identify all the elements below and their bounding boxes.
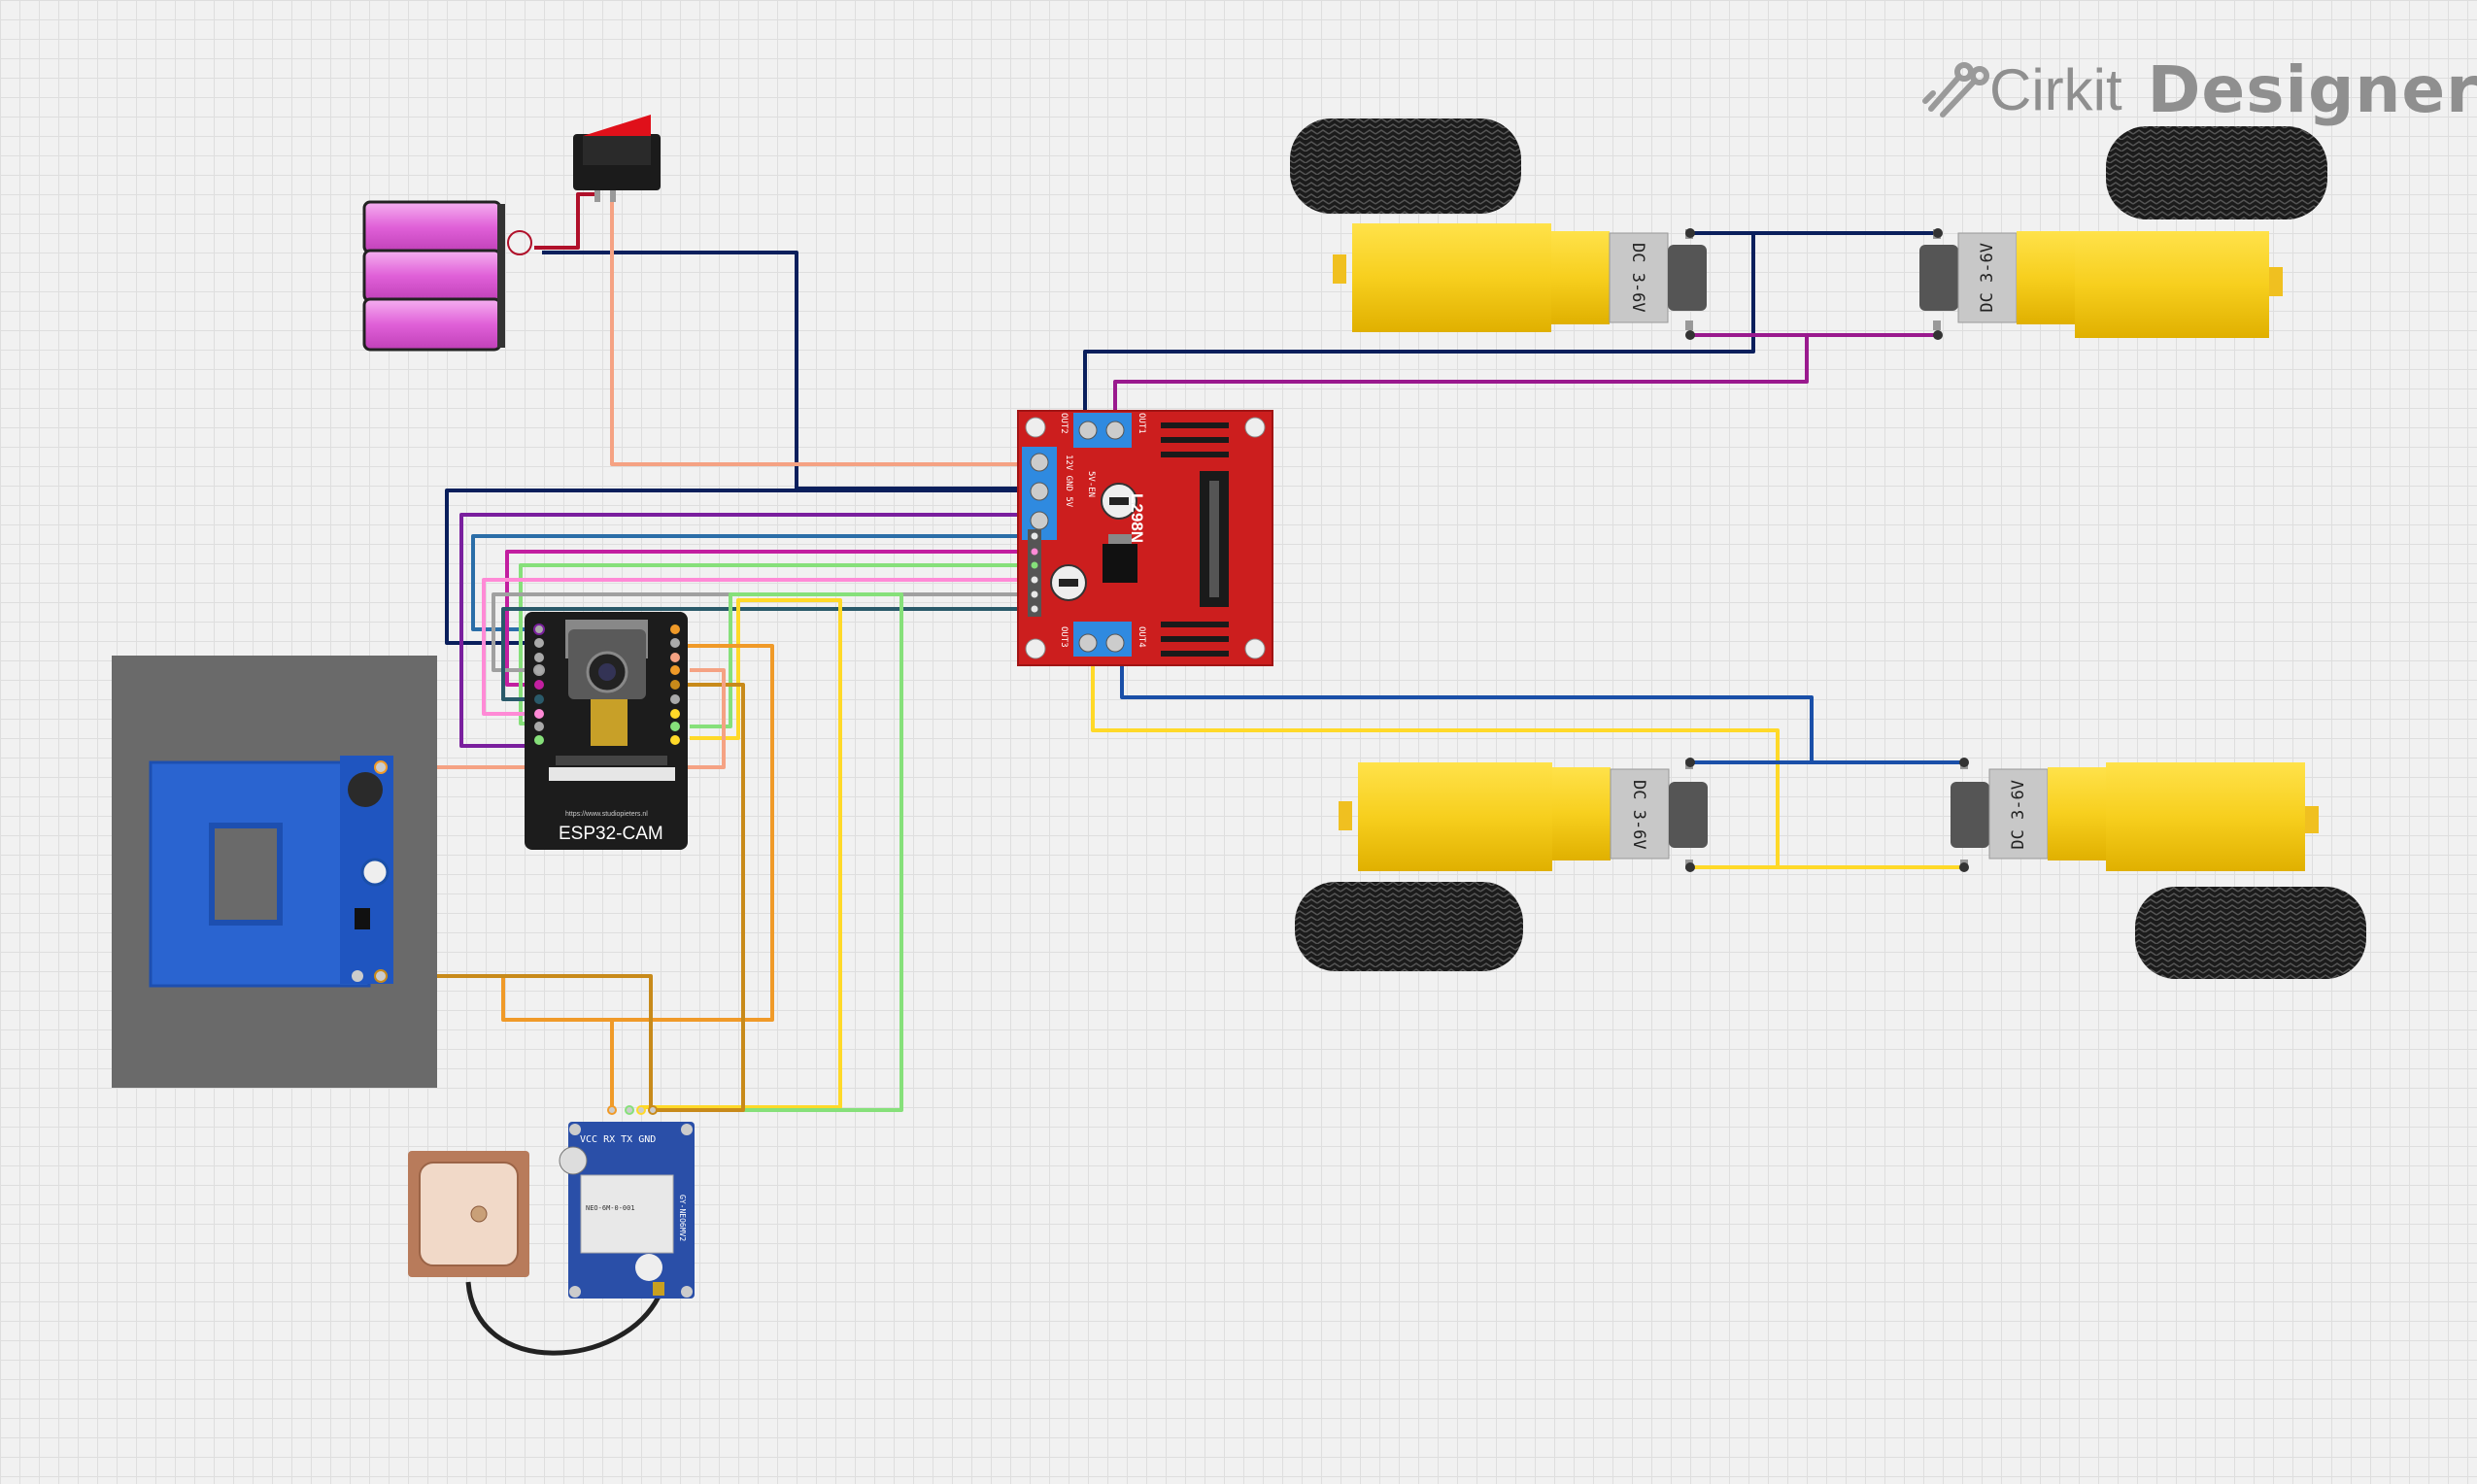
gps-model-label: GY-NEO6MV2 [678, 1195, 687, 1242]
motor-top-left-label: DC 3-6V [1628, 243, 1647, 313]
esp32-cam-label: ESP32-CAM [559, 824, 663, 844]
l298n-out1-label: OUT1 [1137, 413, 1146, 434]
esp32-cam[interactable] [525, 612, 688, 850]
l298n-out2-label: OUT2 [1059, 413, 1069, 434]
wire-battery-gnd[interactable] [542, 251, 1030, 490]
gps-module[interactable] [559, 1105, 695, 1298]
brand-logo: Cirkit Designer [1989, 51, 2477, 128]
cirkit-logo-icon [1922, 62, 1989, 118]
wire-out3-motors-bottom[interactable] [1091, 656, 1964, 869]
wheel-bottom-left[interactable] [1295, 882, 1523, 971]
wire-esp-gps-darkorange[interactable] [653, 683, 745, 1112]
motor-bottom-right[interactable] [1951, 759, 2319, 871]
l298n-power-label: 12V GND 5V [1064, 455, 1073, 508]
l298n-label: L298N [1128, 493, 1146, 544]
esp32-cam-url: https://www.studiopieters.nl [565, 811, 648, 818]
wheel-top-left[interactable] [1290, 118, 1521, 214]
wheel-bottom-right[interactable] [2135, 887, 2366, 979]
rocker-switch[interactable] [573, 115, 661, 202]
wheel-top-right[interactable] [2106, 126, 2327, 219]
brand-name-bold: Designer [2147, 51, 2477, 127]
motor-bottom-left[interactable] [1339, 759, 1708, 871]
brand-name-light: Cirkit [1989, 56, 2122, 122]
l298n-out3-label: OUT3 [1059, 626, 1069, 648]
gps-antenna[interactable] [408, 1151, 529, 1277]
l298n-en-label: 5V-EN [1086, 471, 1096, 498]
wire-battery-switch[interactable] [534, 192, 597, 250]
wire-esp-gps-yellow[interactable] [641, 598, 842, 1109]
motor-top-right[interactable] [1919, 229, 2283, 338]
wire-switch-12v[interactable] [610, 194, 1030, 466]
wire-enb[interactable] [501, 607, 1035, 701]
wire-5v-esp[interactable] [459, 513, 1030, 748]
l298n-driver[interactable] [1017, 410, 1273, 666]
wire-out2-motors-top[interactable] [1083, 231, 1938, 416]
gps-chip-label: NEO-6M-0-001 [586, 1204, 635, 1212]
wires [387, 192, 1964, 1356]
battery-pack[interactable] [362, 200, 532, 352]
wire-out1-motors-top[interactable] [1113, 333, 1938, 416]
motor-top-left[interactable] [1333, 223, 1707, 332]
l298n-out4-label: OUT4 [1137, 626, 1146, 648]
wire-in3[interactable] [482, 578, 1035, 716]
wire-gps-antenna[interactable] [465, 1281, 662, 1356]
gps-pin-labels: VCC RX TX GND [580, 1134, 657, 1145]
wire-detector-gnd[interactable] [387, 974, 653, 1110]
motor-bottom-left-label: DC 3-6V [1629, 780, 1648, 850]
motor-bottom-right-label: DC 3-6V [2009, 780, 2028, 850]
motor-top-right-label: DC 3-6V [1978, 243, 1997, 313]
wire-out4-motors-bottom[interactable] [1120, 656, 1964, 764]
metal-detector-module[interactable] [112, 656, 437, 1088]
